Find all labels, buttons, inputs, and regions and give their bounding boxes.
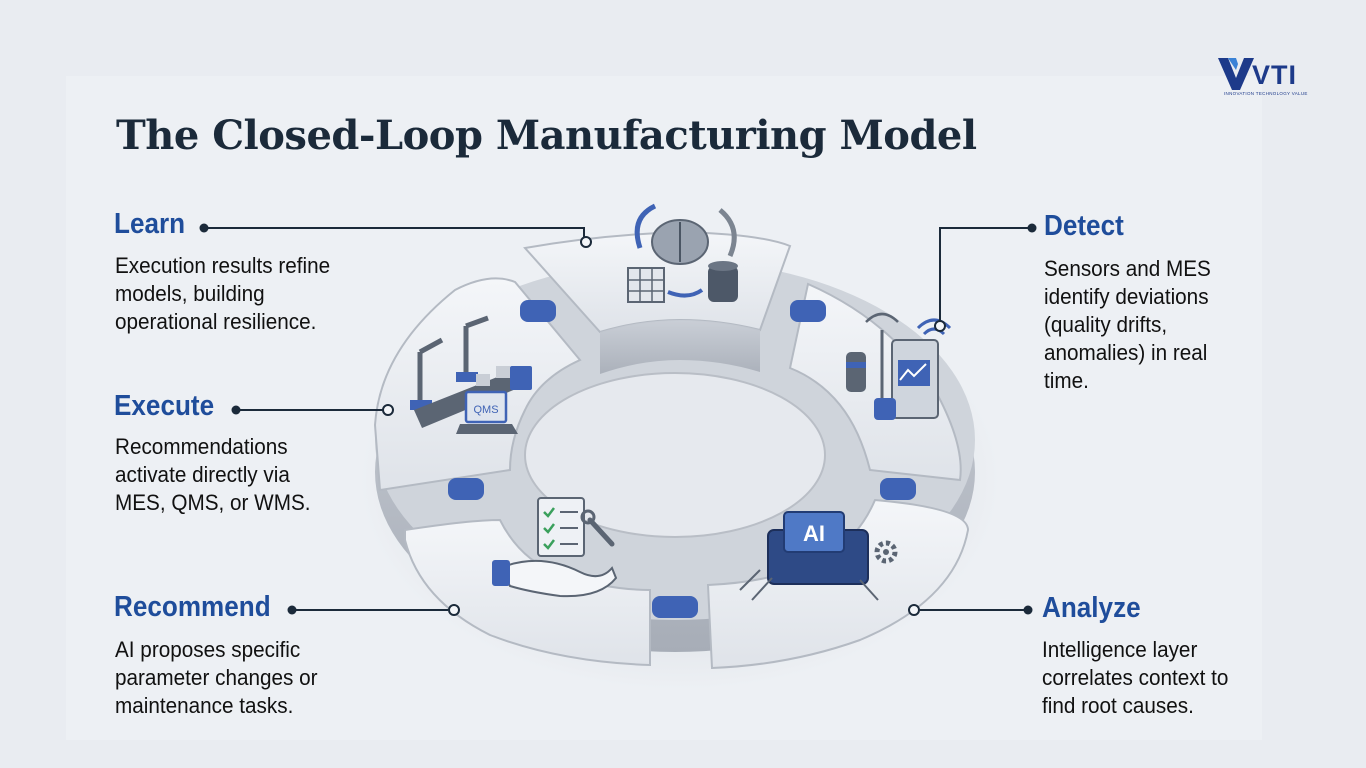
step-label-detect: Detect <box>1044 210 1124 242</box>
connector-links <box>448 300 916 618</box>
wrench-icon <box>580 509 615 547</box>
leader-line-detect <box>934 223 1037 332</box>
leader-line-execute <box>231 404 394 416</box>
step-label-execute: Execute <box>114 390 215 422</box>
leader-line-analyze <box>908 604 1033 616</box>
open-hand-icon <box>492 559 618 598</box>
ring-center <box>524 372 826 538</box>
monitor-icon <box>510 366 532 390</box>
brand-logo: VTI INNOVATION TECHNOLOGY VALUE <box>1218 58 1310 98</box>
data-grid-icon <box>627 267 665 303</box>
wifi-signal-icon <box>916 318 952 336</box>
cylinder-sensor-icon <box>846 352 866 392</box>
laptop-screen-label: QMS <box>473 404 498 416</box>
cycle-arrows-icon <box>634 203 737 257</box>
step-desc-detect: Sensors and MES identify deviations (qua… <box>1044 256 1211 393</box>
step-desc-learn: Execution results refine models, buildin… <box>115 253 331 334</box>
step-desc-execute: Recommendations activate directly via ME… <box>115 434 311 515</box>
brain-icon <box>651 219 709 265</box>
step-desc-analyze: Intelligence layer correlates context to… <box>1042 637 1229 718</box>
step-label-analyze: Analyze <box>1042 592 1141 624</box>
robot-arm-2-icon <box>456 315 489 382</box>
ai-chip-label: AI <box>803 521 825 546</box>
small-sensor-icon <box>874 398 896 420</box>
checklist-icon <box>537 497 585 557</box>
brand-name: VTI <box>1252 60 1298 90</box>
sensor-device-icon <box>891 339 939 419</box>
ai-chip-icon <box>739 511 879 601</box>
segment-recommend <box>404 518 651 667</box>
leader-line-recommend <box>287 604 460 616</box>
laptop-icon <box>456 390 518 434</box>
step-label-recommend: Recommend <box>114 591 271 623</box>
step-label-learn: Learn <box>114 208 186 240</box>
step-desc-recommend: AI proposes specific parameter changes o… <box>115 637 318 718</box>
page-title: The Closed-Loop Manufacturing Model <box>116 112 977 159</box>
segment-detect <box>788 282 962 482</box>
brand-tagline: INNOVATION TECHNOLOGY VALUE <box>1224 91 1308 96</box>
flow-arrow-icon <box>667 288 704 298</box>
antenna-icon <box>865 312 899 398</box>
database-icon <box>708 261 738 302</box>
vti-logo-icon <box>1218 58 1254 90</box>
leader-line-learn <box>199 223 592 248</box>
gear-icon <box>874 540 898 564</box>
robot-arm-icon <box>410 337 444 410</box>
